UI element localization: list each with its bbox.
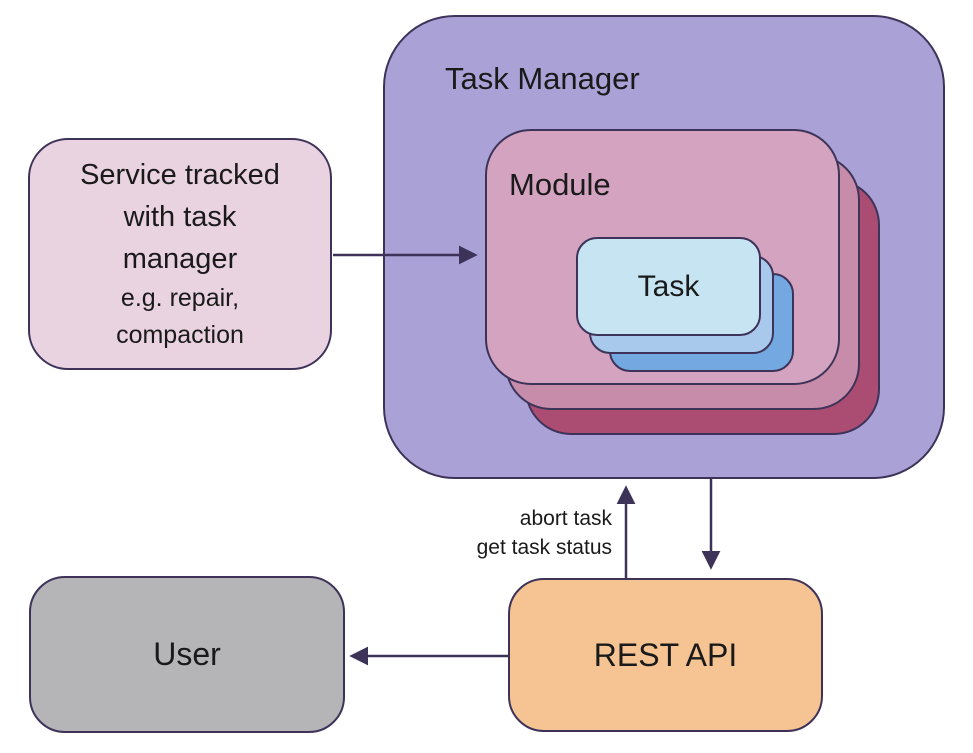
user-label: User [153,636,221,672]
rest-api-box: REST API [508,578,823,732]
task-manager-label: Task Manager [445,61,640,96]
module-label: Module [509,167,611,202]
edge-label-line: abort task [519,507,612,530]
task-manager-box: Task Manager Module Task [383,15,945,479]
service-label-line: with task [123,201,237,233]
task-box: Task [576,237,761,336]
task-label: Task [637,269,700,303]
service-example-line: e.g. repair, [120,284,240,312]
service-box: Service tracked with task manager e.g. r… [28,138,332,370]
rest-to-task-manager-edge-label: abort task get task status [362,504,612,562]
service-example-line: compaction [116,321,244,349]
module-box: Module Task [485,129,840,385]
edge-label-line: get task status [476,536,612,559]
service-label-line: manager [122,243,238,275]
service-label-line: Service tracked [80,159,280,191]
user-box: User [29,576,345,733]
rest-api-label: REST API [593,636,738,673]
